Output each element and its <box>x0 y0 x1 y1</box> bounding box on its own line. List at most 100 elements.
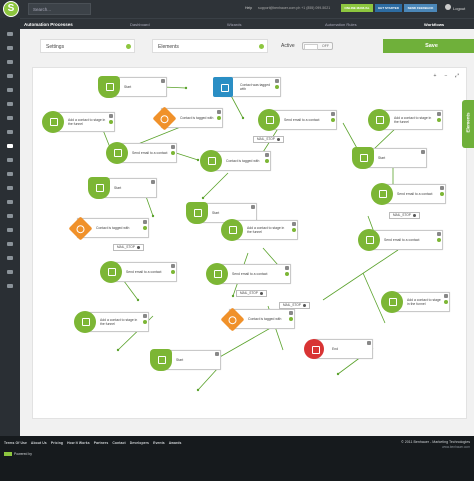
subnav-dashboard[interactable]: Dashboard <box>130 22 150 27</box>
edit-icon[interactable] <box>444 300 448 304</box>
close-icon[interactable] <box>251 205 255 209</box>
add-stage-node[interactable]: Add a contact to stage in the funnel <box>221 219 298 241</box>
send-email-node[interactable]: Send email to a contact <box>258 109 337 131</box>
footer-link[interactable]: Terms Of Use <box>4 441 27 445</box>
sidebar-puzzle-icon[interactable] <box>6 241 14 247</box>
edit-icon[interactable] <box>440 192 444 196</box>
edit-icon[interactable] <box>331 118 335 122</box>
sidebar-eye-icon[interactable] <box>6 45 14 51</box>
close-icon[interactable] <box>285 266 289 270</box>
zoom-in-icon[interactable]: + <box>433 73 437 79</box>
footer-link[interactable]: Developers <box>129 441 150 445</box>
send-email-node[interactable]: Send email to a contact <box>371 183 446 205</box>
footer-link[interactable]: Pricing <box>50 441 64 445</box>
close-icon[interactable] <box>437 232 441 236</box>
get-started-button[interactable]: GET STARTED <box>375 4 402 12</box>
tag-remove-icon[interactable] <box>276 137 280 141</box>
edit-icon[interactable] <box>143 226 147 230</box>
subnav-wizards[interactable]: Wizards <box>227 22 242 27</box>
close-icon[interactable] <box>151 180 155 184</box>
close-icon[interactable] <box>292 222 296 226</box>
close-icon[interactable] <box>331 112 335 116</box>
mail-stop-tag[interactable]: MAIL_STOP <box>236 290 267 297</box>
settings-dropdown[interactable]: Settings <box>40 39 135 53</box>
close-icon[interactable] <box>161 79 165 83</box>
contact-tagged-node[interactable]: Contact was tagged with <box>213 77 281 97</box>
sidebar-users-icon[interactable] <box>6 101 14 107</box>
close-icon[interactable] <box>275 79 279 83</box>
edit-icon[interactable] <box>285 272 289 276</box>
help-link[interactable]: Help <box>245 6 253 10</box>
search-input[interactable]: Search... <box>28 3 91 15</box>
contact-tagged-condition-node[interactable]: Contact is tagged with <box>220 307 295 332</box>
close-icon[interactable] <box>143 314 147 318</box>
sidebar-tag-icon[interactable] <box>6 185 14 191</box>
start-node[interactable]: Start <box>98 76 167 98</box>
close-icon[interactable] <box>289 311 293 315</box>
user-icon[interactable] <box>445 4 451 10</box>
sidebar-chart-icon[interactable] <box>6 73 14 79</box>
tag-remove-icon[interactable] <box>259 291 263 295</box>
edit-icon[interactable] <box>292 228 296 232</box>
sidebar-gear-icon[interactable] <box>6 59 14 65</box>
sidebar-mail-icon[interactable] <box>6 129 14 135</box>
close-icon[interactable] <box>421 150 425 154</box>
sidebar-shop-icon[interactable] <box>6 269 14 275</box>
sidebar-home-icon[interactable] <box>6 31 14 37</box>
edit-icon[interactable] <box>437 118 441 122</box>
sidebar-star-icon[interactable] <box>6 255 14 261</box>
subnav-workflows[interactable]: Workflows <box>424 22 445 27</box>
send-email-node[interactable]: Send email to a contact <box>100 261 177 283</box>
fit-icon[interactable]: ⤢ <box>454 73 459 79</box>
sidebar-doc-icon[interactable] <box>6 213 14 219</box>
elements-side-tab[interactable]: Elements <box>462 100 474 148</box>
add-stage-node[interactable]: Add a contact to stage in the funnel <box>74 311 149 333</box>
edit-icon[interactable] <box>171 151 175 155</box>
footer-link[interactable]: Contact <box>112 441 126 445</box>
subnav-automation-rules[interactable]: Automation Rules <box>325 22 357 27</box>
start-node[interactable]: Start <box>352 147 427 169</box>
close-icon[interactable] <box>440 186 444 190</box>
footer-link[interactable]: About Us <box>30 441 47 445</box>
close-icon[interactable] <box>437 112 441 116</box>
sidebar-calendar-icon[interactable] <box>6 199 14 205</box>
sidebar-wrench-icon[interactable] <box>6 227 14 233</box>
sidebar-monitor-icon[interactable] <box>6 115 14 121</box>
active-toggle[interactable]: OFF <box>302 42 333 50</box>
edit-icon[interactable] <box>109 120 113 124</box>
tag-remove-icon[interactable] <box>136 245 140 249</box>
mail-stop-tag[interactable]: MAIL_STOP <box>389 212 420 219</box>
close-icon[interactable] <box>143 220 147 224</box>
online-manual-button[interactable]: ONLINE MANUAL <box>341 4 373 12</box>
footer-link[interactable]: How It Works <box>67 441 90 445</box>
site-link[interactable]: www.benhauer.com <box>442 445 470 449</box>
mail-stop-tag[interactable]: MAIL_STOP <box>253 136 284 143</box>
close-icon[interactable] <box>171 264 175 268</box>
add-stage-node[interactable]: Add a contact to stage in the funnel <box>381 291 450 313</box>
sidebar-truck-icon[interactable] <box>6 171 14 177</box>
sidebar-workflow-icon[interactable] <box>6 143 14 149</box>
contact-tagged-node[interactable]: Contact is tagged with <box>200 150 271 172</box>
sidebar-settings-icon[interactable] <box>6 283 14 289</box>
footer-link[interactable]: Partners <box>93 441 109 445</box>
footer-link[interactable]: Events <box>153 441 165 445</box>
close-icon[interactable] <box>109 114 113 118</box>
start-node[interactable]: Start <box>150 349 221 371</box>
send-email-node[interactable]: Send email to a contact <box>358 229 443 251</box>
close-icon[interactable] <box>265 153 269 157</box>
edit-icon[interactable] <box>217 116 221 120</box>
start-node[interactable]: Start <box>88 177 157 199</box>
contact-tagged-condition-node[interactable]: Contact is tagged with <box>68 216 149 241</box>
send-email-node[interactable]: Send email to a contact <box>106 142 177 164</box>
edit-icon[interactable] <box>171 270 175 274</box>
add-stage-node[interactable]: Add a contact to stage in the funnel <box>368 109 443 131</box>
app-logo[interactable]: S <box>3 1 19 17</box>
save-button[interactable]: Save <box>383 39 474 53</box>
close-icon[interactable] <box>367 341 371 345</box>
sidebar-list-icon[interactable] <box>6 87 14 93</box>
close-icon[interactable] <box>215 352 219 356</box>
workflow-canvas[interactable]: + − ⤢ <box>32 67 467 419</box>
end-node[interactable]: End <box>304 339 373 359</box>
tag-remove-icon[interactable] <box>412 213 416 217</box>
send-feedback-button[interactable]: SEND FEEDBACK <box>404 4 437 12</box>
